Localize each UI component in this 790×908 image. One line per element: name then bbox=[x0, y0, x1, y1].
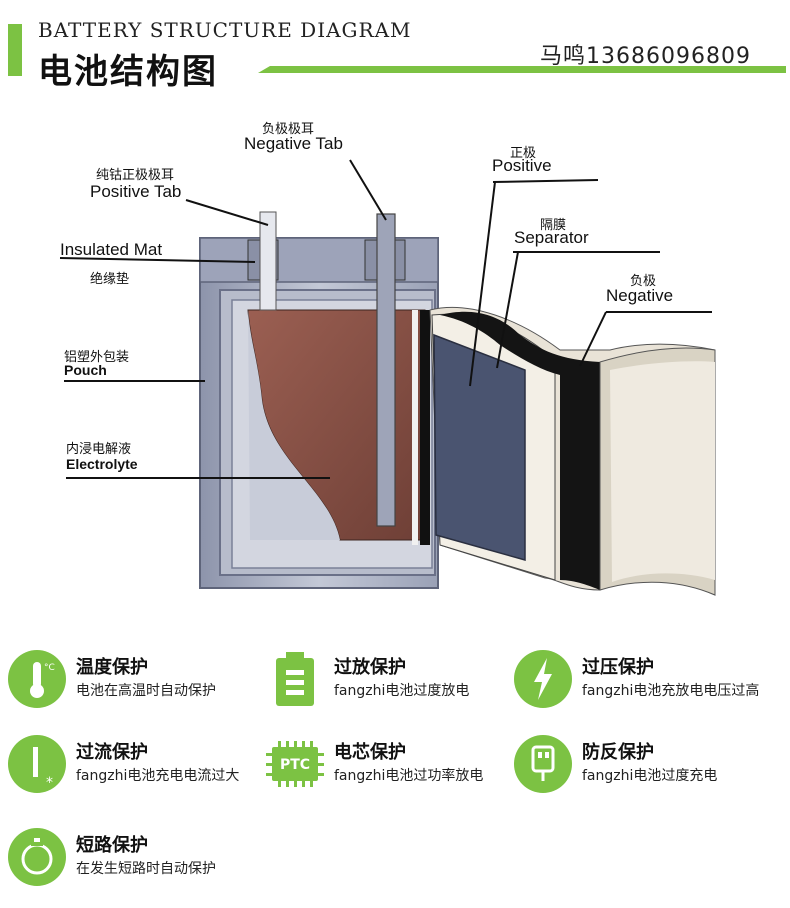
leader-positive bbox=[469, 181, 496, 387]
header-accent-bar bbox=[8, 24, 22, 76]
label-negative-cn: 负极 bbox=[630, 273, 657, 288]
battery-illustration bbox=[59, 159, 716, 596]
feature-over-voltage-protection: 过压保护 fangzhi电池充放电电压过高 bbox=[514, 650, 759, 708]
feature-desc: fangzhi电池过度放电 bbox=[334, 683, 470, 699]
feature-desc: fangzhi电池充电电流过大 bbox=[76, 768, 240, 784]
label-pouch-cn: 铝塑外包装 bbox=[64, 349, 130, 364]
negative-layer bbox=[440, 311, 600, 590]
label-positive-en: Positive bbox=[492, 156, 552, 175]
feature-title: 过流保护 bbox=[76, 742, 148, 763]
battery-level-icon bbox=[276, 652, 314, 706]
feature-desc: fangzhi电池过功率放电 bbox=[334, 768, 484, 784]
label-negative-en: Negative bbox=[606, 286, 674, 305]
title-chinese: 电池结构图 bbox=[38, 52, 218, 92]
svg-text:°C: °C bbox=[44, 663, 55, 673]
label-insulated-mat-en: Insulated Mat bbox=[60, 240, 163, 259]
feature-over-discharge-protection: 过放保护 fangzhi电池过度放电 bbox=[266, 650, 469, 708]
feature-desc: fangzhi电池充放电电压过高 bbox=[582, 683, 760, 699]
leader-positive-tab bbox=[185, 199, 269, 226]
feature-over-current-protection: * 过流保护 fangzhi电池充电电流过大 bbox=[8, 735, 239, 793]
label-separator-cn: 隔膜 bbox=[540, 217, 567, 232]
leader-negative bbox=[579, 311, 607, 367]
pouch-inner-fold bbox=[248, 310, 340, 540]
feature-title: 温度保护 bbox=[76, 657, 148, 678]
label-pouch-en: Pouch bbox=[64, 362, 107, 378]
feature-title: 过放保护 bbox=[334, 657, 406, 678]
label-positive-tab-cn: 纯钴正极极耳 bbox=[96, 167, 175, 182]
usb-plug-icon bbox=[514, 735, 572, 793]
feature-title: 电芯保护 bbox=[334, 742, 406, 763]
current-icon: * bbox=[8, 735, 66, 793]
label-electrolyte-cn: 内浸电解液 bbox=[66, 441, 132, 456]
title-english: BATTERY STRUCTURE DIAGRAM bbox=[38, 18, 412, 42]
feature-short-circuit-protection: 短路保护 在发生短路时自动保护 bbox=[8, 828, 216, 886]
positive-tab bbox=[247, 211, 279, 311]
leader-insulated-mat bbox=[59, 257, 256, 263]
ptc-chip-icon: PTC bbox=[266, 741, 324, 787]
label-insulated-mat-cn: 绝缘垫 bbox=[90, 271, 130, 286]
feature-desc: 电池在高温时自动保护 bbox=[76, 683, 216, 699]
label-negative-tab-en: Negative Tab bbox=[244, 134, 343, 153]
label-electrolyte-en: Electrolyte bbox=[66, 456, 138, 472]
lightning-icon bbox=[514, 650, 572, 708]
feature-temperature-protection: °C 温度保护 电池在高温时自动保护 bbox=[8, 650, 216, 708]
feature-title: 防反保护 bbox=[582, 742, 654, 763]
leader-separator bbox=[496, 251, 519, 369]
feature-desc: 在发生短路时自动保护 bbox=[76, 861, 216, 877]
power-icon bbox=[8, 828, 66, 886]
thermometer-icon: °C bbox=[8, 650, 66, 708]
feature-reverse-protection: 防反保护 fangzhi电池过度充电 bbox=[514, 735, 717, 793]
ptc-label: PTC bbox=[280, 757, 310, 773]
leader-negative-tab bbox=[349, 159, 387, 221]
label-positive-tab-en: Positive Tab bbox=[90, 182, 182, 201]
negative-tab bbox=[364, 213, 406, 527]
positive-layer bbox=[433, 333, 526, 561]
feature-title: 过压保护 bbox=[582, 657, 654, 678]
label-positive-cn: 正极 bbox=[510, 145, 537, 160]
contact-info: 马鸣13686096809 bbox=[540, 44, 751, 69]
battery-diagram: 负极极耳 Negative Tab 纯钴正极极耳 Positive Tab In… bbox=[0, 100, 790, 620]
cell-edge-dark bbox=[420, 310, 430, 545]
label-separator-en: Separator bbox=[514, 228, 589, 247]
feature-title: 短路保护 bbox=[76, 835, 148, 856]
svg-text:*: * bbox=[46, 775, 53, 791]
feature-desc: fangzhi电池过度充电 bbox=[582, 768, 718, 784]
feature-cell-protection: PTC 电芯保护 fangzhi电池过功率放电 bbox=[266, 735, 483, 793]
header-divider-line bbox=[258, 66, 786, 73]
label-negative-tab-cn: 负极极耳 bbox=[262, 121, 315, 136]
